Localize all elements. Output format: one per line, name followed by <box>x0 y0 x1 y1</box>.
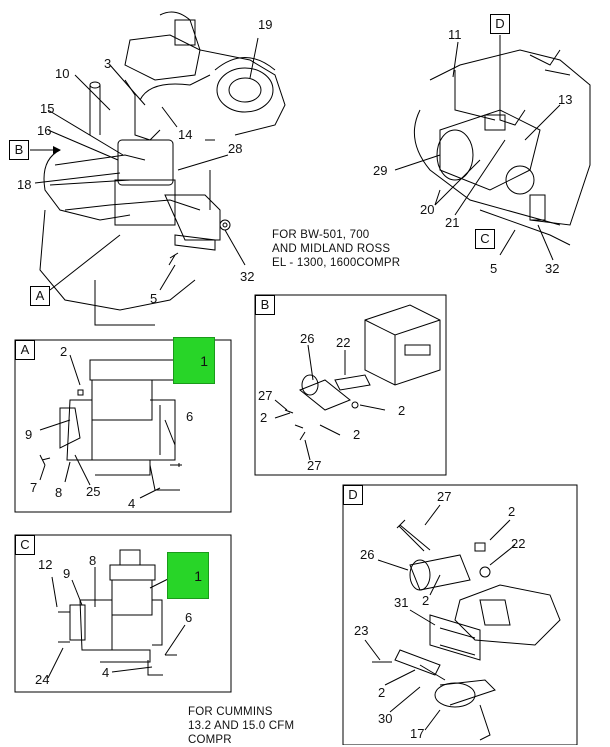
callout-1: 1 <box>200 352 208 369</box>
callout-31: 31 <box>394 595 409 610</box>
callout-12: 12 <box>38 557 53 572</box>
detail-a-leaders <box>39 354 176 499</box>
callout-13: 13 <box>558 92 573 107</box>
callout-25: 25 <box>86 484 101 499</box>
callout-4: 4 <box>128 496 136 511</box>
callout-6: 6 <box>185 610 193 625</box>
callout-3: 3 <box>104 56 112 71</box>
highlight-item-1-detail-a[interactable]: 1 <box>173 337 215 384</box>
detail-b-artwork <box>284 304 441 441</box>
detail-d-artwork <box>372 519 561 741</box>
callout-9: 9 <box>63 566 71 581</box>
callout-21: 21 <box>445 215 460 230</box>
callout-4: 4 <box>102 665 110 680</box>
callout-22: 22 <box>336 335 351 350</box>
view-label-c-main: C <box>475 229 495 249</box>
callout-24: 24 <box>35 672 50 687</box>
callout-18: 18 <box>17 177 32 192</box>
detail-a-artwork <box>39 359 182 491</box>
callout-1: 1 <box>194 567 202 584</box>
callout-17: 17 <box>410 726 425 741</box>
callout-10: 10 <box>55 66 70 81</box>
callout-14: 14 <box>178 127 193 142</box>
callout-26: 26 <box>360 547 375 562</box>
detail-b-label: B <box>255 295 275 315</box>
callout-2: 2 <box>260 410 268 425</box>
callout-23: 23 <box>354 623 369 638</box>
detail-c-frame <box>14 534 232 693</box>
callout-5: 5 <box>490 261 498 276</box>
callout-6: 6 <box>186 409 194 424</box>
view-label-d-main: D <box>490 14 510 34</box>
view-label-a-main: A <box>30 286 50 306</box>
callout-8: 8 <box>89 553 97 568</box>
detail-a-frame <box>14 339 232 513</box>
leader-lines-top-right <box>394 35 561 261</box>
engine-top-right-artwork <box>413 49 591 246</box>
detail-d-leaders <box>364 504 516 731</box>
detail-d-frame <box>342 484 578 745</box>
callout-27: 27 <box>437 489 452 504</box>
callout-26: 26 <box>300 331 315 346</box>
callout-20: 20 <box>420 202 435 217</box>
callout-2: 2 <box>398 403 406 418</box>
detail-b-frame <box>254 294 447 476</box>
callout-16: 16 <box>37 123 52 138</box>
caption-bw-compressor: FOR BW-501, 700 AND MIDLAND ROSS EL - 13… <box>272 229 401 269</box>
callout-2: 2 <box>60 344 68 359</box>
callout-27: 27 <box>307 458 322 473</box>
detail-a-label: A <box>15 340 35 360</box>
callout-11: 11 <box>448 27 462 42</box>
detail-b-leaders <box>274 344 386 461</box>
view-label-b-main: B <box>9 140 29 160</box>
callout-2: 2 <box>508 504 516 519</box>
detail-c-leaders <box>47 567 186 679</box>
callout-32: 32 <box>240 269 255 284</box>
callout-27: 27 <box>258 388 273 403</box>
highlight-item-1-detail-c[interactable]: 1 <box>167 552 209 599</box>
callout-9: 9 <box>25 427 33 442</box>
callout-2: 2 <box>378 685 386 700</box>
callout-5: 5 <box>150 291 158 306</box>
callout-30: 30 <box>378 711 393 726</box>
callout-15: 15 <box>40 101 55 116</box>
detail-c-artwork <box>58 549 177 676</box>
callout-7: 7 <box>30 480 38 495</box>
detail-c-label: C <box>15 535 35 555</box>
callout-2: 2 <box>353 427 361 442</box>
callout-8: 8 <box>55 485 63 500</box>
callout-22: 22 <box>511 536 526 551</box>
callout-29: 29 <box>373 163 388 178</box>
detail-d-label: D <box>343 485 363 505</box>
leader-lines-top-left <box>30 37 259 291</box>
caption-cummins-compressor: FOR CUMMINS 13.2 AND 15.0 CFM COMPR <box>188 706 295 746</box>
callout-32: 32 <box>545 261 560 276</box>
callout-28: 28 <box>228 141 243 156</box>
callout-2: 2 <box>422 593 430 608</box>
callout-19: 19 <box>258 17 273 32</box>
